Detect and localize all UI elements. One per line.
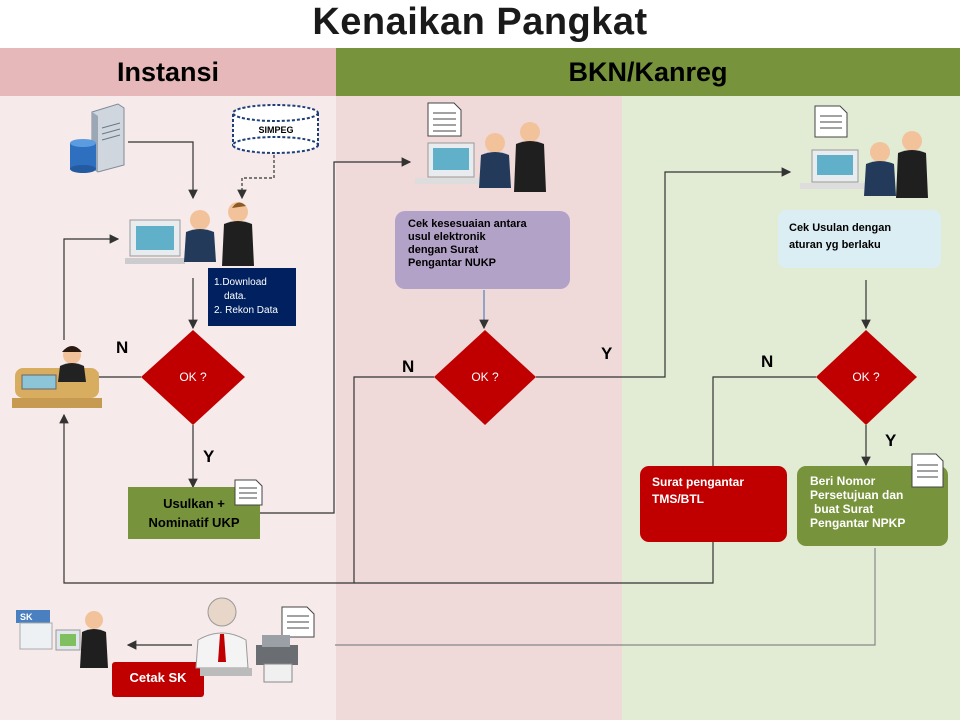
box-beri-text: Beri Nomor Persetujuan dan buat Surat Pe… <box>810 474 946 530</box>
cek1-line-1: Cek kesesuaian antara <box>408 218 527 230</box>
document-icon-5 <box>281 606 315 638</box>
tms-line-2: TMS/BTL <box>652 492 704 506</box>
simpeg-cylinder <box>232 104 319 154</box>
label-y2: Y <box>601 344 613 363</box>
lane-header-bkn: BKN/Kanreg <box>336 48 960 96</box>
server-icon <box>91 103 125 173</box>
simpeg-label: SIMPEG <box>258 125 294 135</box>
tms-line-1: Surat pengantar <box>652 475 745 489</box>
cek1-line-3: dengan Surat <box>408 244 479 256</box>
connector-simpeg-to-download <box>237 155 275 200</box>
lane-header-instansi: Instansi <box>0 48 336 96</box>
ok1-label: OK ? <box>179 370 207 384</box>
document-icon-4 <box>911 453 944 488</box>
box-cetak <box>112 662 204 697</box>
box-cek2-text: Cek Usulan dengan aturan yg berlaku <box>789 220 939 254</box>
decision-ok3 <box>816 330 917 425</box>
database-icon <box>70 139 96 173</box>
cek1-line-2: usul elektronik <box>408 231 486 243</box>
decision-ok1 <box>141 330 245 425</box>
lane-bkn-green-bg <box>622 96 960 720</box>
decision-ok2 <box>434 330 536 425</box>
connector-beri-to-print <box>335 548 876 646</box>
people-at-computer-icon-1 <box>125 202 254 266</box>
label-n3: N <box>761 352 774 371</box>
box-download <box>208 268 296 326</box>
box-usulkan-text: Usulkan + Nominatif UKP <box>128 494 260 532</box>
receptionist-icon <box>12 346 102 408</box>
box-download-text: 1.Download data. 2. Rekon Data <box>214 276 294 318</box>
document-icon-2 <box>427 102 462 137</box>
box-tms-text: Surat pengantar TMS/BTL <box>652 474 786 508</box>
connector-server-to-download <box>128 141 198 200</box>
cek1-line-4: Pengantar NUKP <box>408 257 497 269</box>
cek2-line-2: aturan yg berlaku <box>789 239 881 251</box>
beri-line-3: buat Surat <box>814 502 874 516</box>
box-cek1 <box>395 211 570 289</box>
sk-label: SK <box>20 612 33 622</box>
connector-usulkan-to-bkn <box>260 157 412 514</box>
page-title: Kenaikan Pangkat <box>312 1 648 43</box>
label-n1: N <box>116 338 129 357</box>
label-y3: Y <box>885 431 897 450</box>
usulkan-line-1: Usulkan + <box>163 496 225 511</box>
box-cek1-text: Cek kesesuaian antara usul elektronik de… <box>408 218 568 270</box>
box-tms <box>640 466 787 542</box>
ok3-label: OK ? <box>852 370 880 384</box>
connector-receptionist-to-download <box>63 234 120 340</box>
document-icon-3 <box>814 105 848 138</box>
box-beri <box>797 466 948 546</box>
box-cetak-text: Cetak SK <box>129 670 187 685</box>
ok2-label: OK ? <box>471 370 499 384</box>
cek2-line-1: Cek Usulan dengan <box>789 222 892 234</box>
beri-line-2: Persetujuan dan <box>810 488 904 502</box>
beri-line-4: Pengantar NPKP <box>810 516 906 530</box>
people-at-computer-icon-2 <box>415 122 546 192</box>
connector-ok2-yes <box>536 167 792 378</box>
people-at-computer-icon-3 <box>800 131 928 198</box>
printer-icon <box>256 635 298 683</box>
sk-card-icon <box>16 610 108 668</box>
beri-line-1: Beri Nomor <box>810 474 876 488</box>
box-cek2 <box>778 210 941 268</box>
label-y1: Y <box>203 447 215 466</box>
download-line-1: 1.Download <box>214 277 267 288</box>
download-line-2: data. <box>224 291 247 302</box>
manager-icon <box>195 597 252 676</box>
label-n2: N <box>402 357 415 376</box>
document-icon-1 <box>234 479 263 506</box>
download-line-3: 2. Rekon Data <box>214 305 278 316</box>
usulkan-line-2: Nominatif UKP <box>148 515 240 530</box>
